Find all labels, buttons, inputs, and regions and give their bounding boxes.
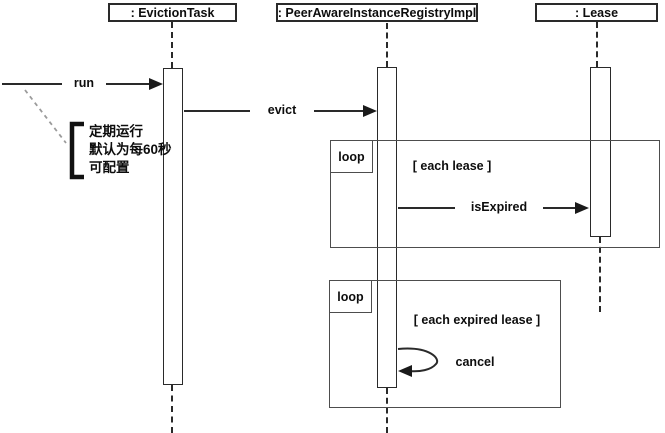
loop-operator-label: loop — [330, 140, 373, 173]
lifeline-head-evictiontask: : EvictionTask — [108, 3, 237, 22]
message-label-cancel: cancel — [443, 355, 507, 369]
note-annotation: 定期运行 默认为每60秒 可配置 — [89, 123, 172, 177]
lifeline-head-lease: : Lease — [535, 3, 658, 22]
note-text-line: 定期运行 — [89, 124, 143, 139]
lifeline-dash-evictiontask-top — [171, 22, 173, 68]
message-label-isexpired: isExpired — [455, 200, 543, 214]
loop-operator-label: loop — [329, 280, 372, 313]
lifeline-dash-registry-bottom — [386, 388, 388, 433]
note-bracket — [69, 121, 84, 180]
guard-each-lease: [ each lease ] — [412, 159, 492, 173]
lifeline-dash-lease-top — [596, 22, 598, 67]
activation-bar-evictiontask — [163, 68, 183, 385]
message-label-run: run — [62, 76, 106, 90]
lifeline-dash-evictiontask-bottom — [171, 385, 173, 433]
note-text-line: 可配置 — [89, 160, 130, 175]
lifeline-label: : EvictionTask — [130, 5, 215, 20]
note-connector-line — [24, 89, 67, 144]
loop-fragment-each-expired-lease — [329, 280, 561, 408]
note-text-line: 默认为每60秒 — [89, 142, 172, 157]
lifeline-label: : PeerAwareInstanceRegistryImpl — [277, 5, 477, 20]
loop-operator-text: loop — [338, 149, 365, 164]
activation-bar-lease — [590, 67, 611, 237]
activation-bar-registry — [377, 67, 397, 388]
lifeline-dash-lease-bottom — [599, 237, 601, 312]
lifeline-head-peeraware-registry: : PeerAwareInstanceRegistryImpl — [276, 3, 478, 22]
loop-fragment-each-lease — [330, 140, 660, 248]
guard-each-expired-lease: [ each expired lease ] — [413, 313, 541, 327]
lifeline-label: : Lease — [574, 5, 619, 20]
lifeline-dash-registry-top — [386, 23, 388, 67]
message-label-evict: evict — [250, 103, 314, 117]
loop-operator-text: loop — [337, 289, 364, 304]
